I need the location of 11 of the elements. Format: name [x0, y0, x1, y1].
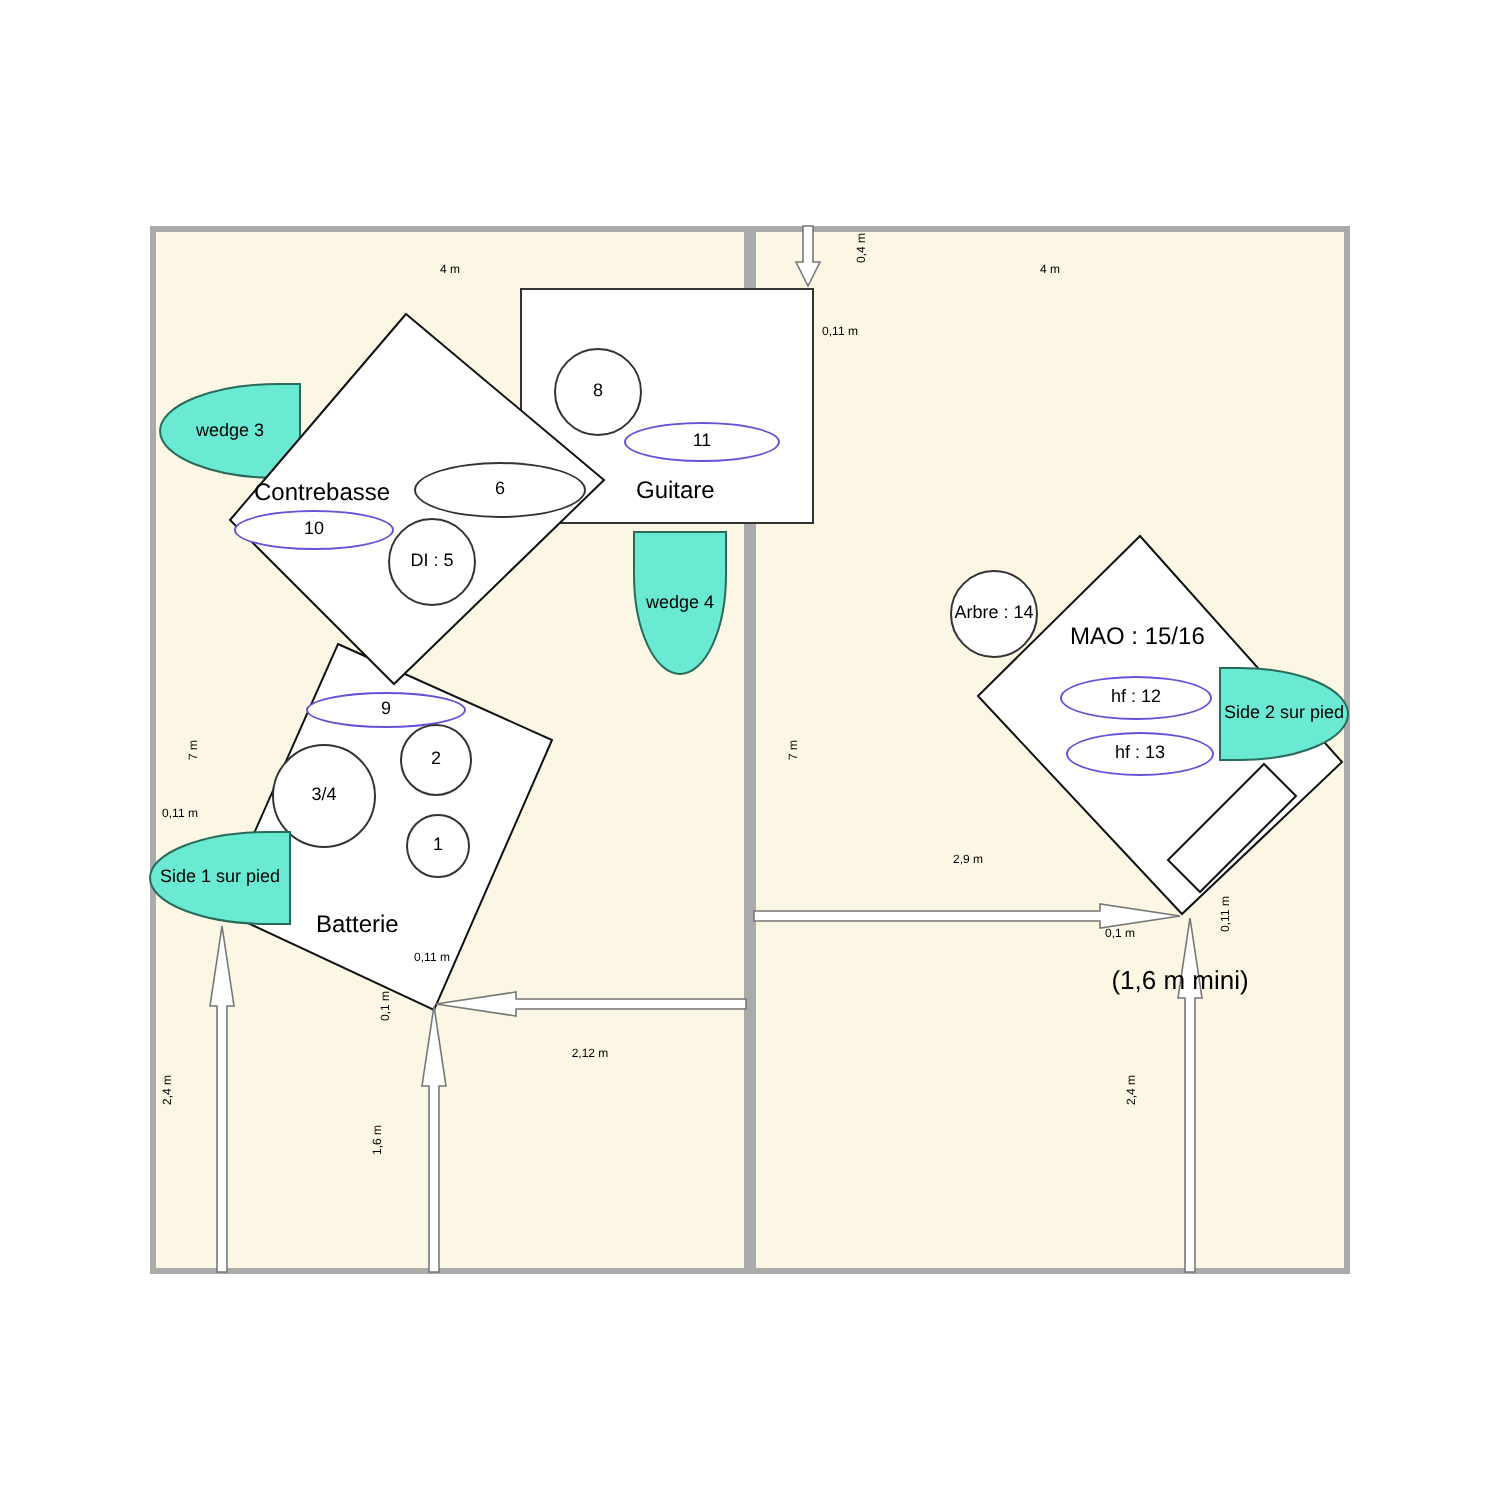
wedge-monitor: wedge 4 — [634, 532, 726, 674]
zone-label: Batterie — [316, 908, 399, 942]
mic-ellipse: 11 — [624, 422, 780, 462]
mixer-box — [1168, 764, 1296, 892]
instrument-zone — [520, 288, 814, 524]
zone-label: Guitare — [636, 474, 715, 508]
note-text: (1,6 m mini) — [1111, 962, 1249, 999]
zone-label: Contrebasse — [254, 476, 391, 510]
zone-label: MAO : 15/16 — [1070, 620, 1205, 654]
wedge-monitor: wedge 3 — [160, 384, 300, 478]
side-speaker: Side 1 sur pied — [150, 832, 290, 924]
